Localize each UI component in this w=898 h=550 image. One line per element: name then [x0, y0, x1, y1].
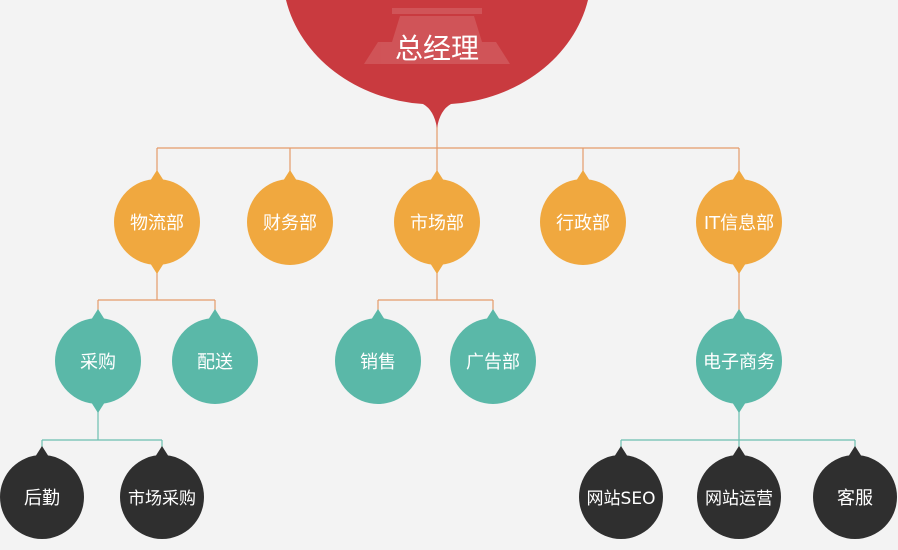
dept-admin-node[interactable]: 行政部 [540, 170, 626, 265]
unit-web-operations-node[interactable]: 网站运营 [697, 446, 781, 539]
dept-finance-node[interactable]: 财务部 [247, 170, 333, 265]
team-advertising-label: 广告部 [466, 352, 520, 373]
unit-web-seo-node[interactable]: 网站SEO [579, 446, 663, 539]
team-ecommerce-label: 电子商务 [703, 352, 775, 373]
unit-customer-service-label: 客服 [837, 488, 873, 509]
team-delivery-label: 配送 [197, 352, 233, 373]
team-sales-label: 销售 [360, 352, 396, 373]
team-purchasing-node[interactable]: 采购 [55, 309, 141, 413]
dept-admin-label: 行政部 [556, 213, 610, 234]
team-purchasing-label: 采购 [80, 352, 116, 373]
dept-it-node[interactable]: IT信息部 [696, 170, 782, 274]
unit-web-seo-label: 网站SEO [587, 489, 656, 509]
palace-watermark-icon [364, 8, 510, 64]
unit-web-operations-label: 网站运营 [705, 489, 773, 509]
dept-logistics-label: 物流部 [130, 213, 184, 234]
unit-customer-service-node[interactable]: 客服 [813, 446, 897, 539]
team-delivery-node[interactable]: 配送 [172, 309, 258, 404]
dept-finance-label: 财务部 [263, 213, 317, 234]
team-ecommerce-node[interactable]: 电子商务 [696, 309, 782, 413]
connector-lines [41, 118, 856, 458]
dept-logistics-node[interactable]: 物流部 [114, 170, 200, 274]
unit-back-office-label: 后勤 [24, 488, 60, 509]
unit-market-purchasing-label: 市场采购 [128, 489, 196, 509]
dept-marketing-node[interactable]: 市场部 [394, 170, 480, 274]
unit-market-purchasing-node[interactable]: 市场采购 [120, 446, 204, 539]
ceo-node[interactable]: 总经理 [286, 0, 588, 128]
team-advertising-node[interactable]: 广告部 [450, 309, 536, 404]
ceo-label: 总经理 [395, 32, 479, 65]
dept-it-label: IT信息部 [704, 213, 774, 234]
dept-marketing-label: 市场部 [410, 213, 464, 234]
team-sales-node[interactable]: 销售 [335, 309, 421, 404]
unit-back-office-node[interactable]: 后勤 [0, 446, 84, 539]
